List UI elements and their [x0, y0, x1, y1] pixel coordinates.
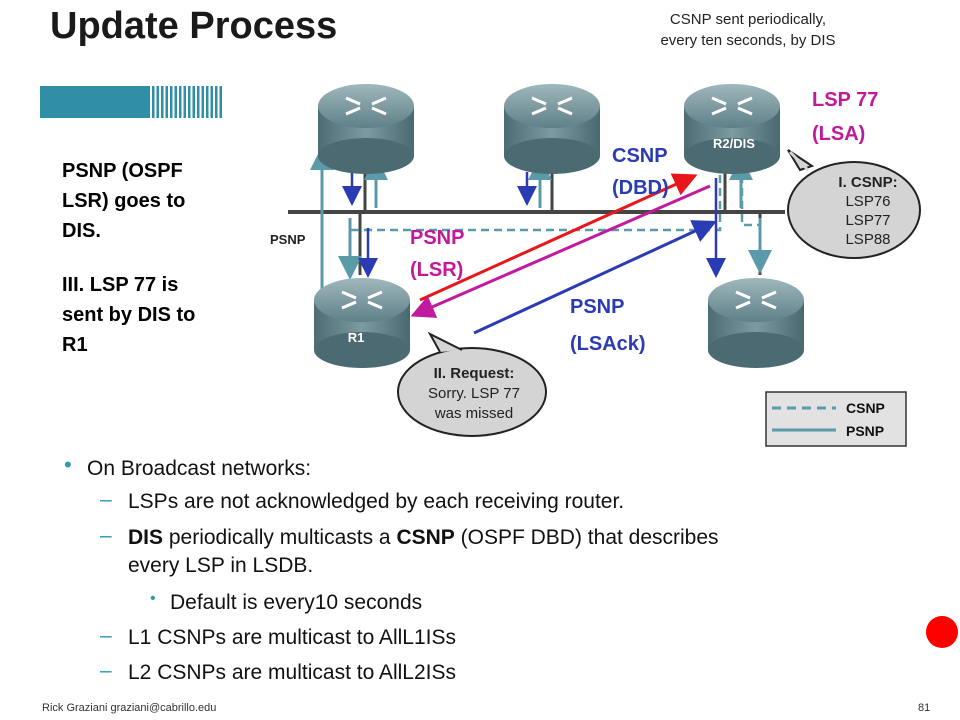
dash-3: – [100, 624, 112, 647]
svg-text:LSP76: LSP76 [845, 193, 890, 210]
lsp77-lsa-arrow [410, 184, 711, 318]
label-dbd: (DBD) [612, 177, 669, 199]
label-lsp77: LSP 77 [812, 89, 878, 111]
svg-text:I. CSNP:: I. CSNP: [838, 174, 897, 191]
title-stripe-decoration [40, 86, 222, 118]
bullet-sub3: L1 CSNPs are multicast to AllL1ISs [128, 626, 456, 649]
isis-update-diagram: CSNP sent periodically, every ten second… [270, 11, 921, 447]
label-csnp: CSNP [612, 145, 668, 167]
psnp-lsack-arrow [473, 220, 717, 335]
svg-text:Sorry. LSP 77: Sorry. LSP 77 [428, 385, 520, 402]
page-number: 81 [918, 702, 931, 714]
bullet-sub2-line2: every LSP in LSDB. [128, 554, 314, 577]
svg-text:was missed: was missed [434, 405, 513, 422]
router-bottom-right [708, 278, 804, 368]
dash-2: – [100, 524, 112, 547]
bullet-sub2: DIS periodically multicasts a CSNP (OSPF… [128, 526, 719, 549]
bullet-sub4: L2 CSNPs are multicast to AllL2ISs [128, 661, 456, 684]
csnp-dbd-arrow [419, 173, 698, 302]
router-r1: R1 [314, 278, 410, 368]
router-r2-dis: R2/DIS [684, 84, 780, 174]
bullet-dot-2: • [150, 590, 156, 607]
router-top-left [318, 84, 414, 174]
bubble-csnp: I. CSNP: LSP76 LSP77 LSP88 [787, 149, 921, 259]
dash-4: – [100, 659, 112, 682]
bubble-request: II. Request: Sorry. LSP 77 was missed [397, 331, 547, 437]
svg-text:LSP88: LSP88 [845, 231, 890, 248]
router-r2-label: R2/DIS [713, 136, 755, 151]
footer-author: Rick Graziani graziani@cabrillo.edu [42, 702, 217, 714]
bullet-sub1: LSPs are not acknowledged by each receiv… [128, 490, 625, 513]
router-r1-label: R1 [348, 330, 365, 345]
legend: CSNP PSNP [765, 391, 907, 447]
svg-text:II. Request:: II. Request: [434, 365, 515, 382]
dash-1: – [100, 488, 112, 511]
bullet-main: On Broadcast networks: [87, 457, 312, 480]
legend-psnp: PSNP [846, 423, 884, 439]
router-top-middle [504, 84, 600, 174]
side-note-psnp: PSNP (OSPF LSR) goes to DIS. [62, 160, 186, 242]
top-note-line2: every ten seconds, by DIS [660, 32, 835, 49]
label-psnp-lsack: PSNP [570, 296, 624, 318]
label-lsa: (LSA) [812, 123, 865, 145]
page-title: Update Process [50, 5, 338, 47]
red-dot-marker [926, 616, 958, 648]
side-note-lsp77: III. LSP 77 is sent by DIS to R1 [62, 274, 196, 356]
legend-csnp: CSNP [846, 400, 885, 416]
label-psnp-lsr: PSNP [410, 227, 464, 249]
top-note-line1: CSNP sent periodically, [670, 11, 826, 28]
bullet-sub2-child: Default is every10 seconds [170, 591, 423, 614]
label-psnp-left: PSNP [270, 232, 306, 247]
label-lsack: (LSAck) [570, 333, 646, 355]
bullet-dot: • [64, 452, 72, 477]
label-lsr: (LSR) [410, 259, 463, 281]
svg-text:LSP77: LSP77 [845, 212, 890, 229]
